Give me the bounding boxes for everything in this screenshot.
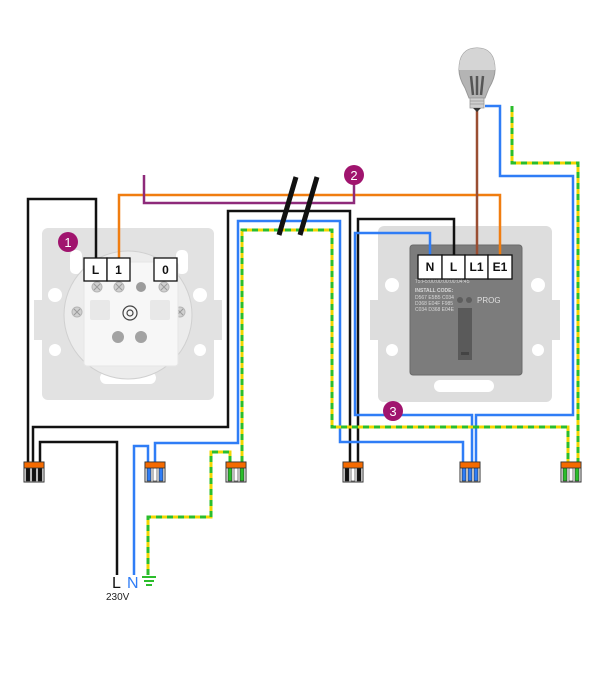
connector-slot bbox=[152, 467, 158, 482]
connector-slot bbox=[568, 467, 574, 482]
earth-symbol-icon bbox=[142, 576, 156, 586]
supply-voltage-label: 230V bbox=[106, 592, 130, 603]
switch-terminal-0: 0 bbox=[153, 257, 178, 282]
badge-traveller: 2 bbox=[344, 165, 364, 185]
live-wire-switch bbox=[26, 197, 98, 462]
svg-text:1: 1 bbox=[115, 263, 122, 277]
cable-break-icon bbox=[276, 176, 320, 236]
svg-text:L1: L1 bbox=[469, 260, 483, 274]
connector-lever bbox=[225, 461, 247, 469]
traveller-wire bbox=[142, 175, 356, 205]
module-id-text: 75:F5:00:00:00:00:04:45 bbox=[415, 279, 470, 285]
install-code-label: INSTALL CODE: bbox=[415, 288, 453, 294]
connector-slot bbox=[31, 467, 37, 482]
connector-slot bbox=[461, 467, 467, 482]
svg-text:L: L bbox=[92, 263, 99, 277]
earth-wire-supply bbox=[146, 450, 232, 575]
neutral-connector-left bbox=[144, 461, 166, 483]
connector-slot bbox=[227, 467, 233, 482]
neutral-wire-supply bbox=[132, 444, 150, 575]
supply-live-label: L bbox=[112, 575, 121, 592]
svg-text:1: 1 bbox=[64, 235, 71, 250]
earth-wire-link bbox=[240, 228, 570, 462]
connector-slot bbox=[574, 467, 580, 482]
connector-lever bbox=[459, 461, 481, 469]
earth-connector-left bbox=[225, 461, 247, 483]
neutral-wire-module bbox=[353, 231, 474, 462]
supply-neutral-label: N bbox=[127, 575, 139, 592]
neutral-wire-lamp bbox=[474, 104, 575, 462]
svg-text:L: L bbox=[450, 260, 457, 274]
module-terminal-L1: L1 bbox=[464, 254, 489, 280]
install-code-line-3: C034 D368 E04E bbox=[415, 307, 455, 313]
live-wire-module bbox=[356, 217, 456, 462]
earth-wire-lamp bbox=[510, 106, 580, 462]
svg-text:3: 3 bbox=[389, 404, 396, 419]
earth-connector-right bbox=[560, 461, 582, 483]
svg-text:2: 2 bbox=[350, 168, 357, 183]
neutral-connector-right bbox=[459, 461, 481, 483]
connector-lever bbox=[342, 461, 364, 469]
switch-center-icon bbox=[122, 305, 138, 321]
connector-slot bbox=[473, 467, 479, 482]
connector-slot bbox=[146, 467, 152, 482]
connector-lever bbox=[144, 461, 166, 469]
switch-terminals: L 1 0 bbox=[83, 257, 178, 282]
neutral-wire-link bbox=[153, 219, 465, 462]
svg-text:N: N bbox=[426, 260, 435, 274]
install-code-line-1: D567 E5B5 C034 bbox=[415, 295, 454, 301]
connector-slot bbox=[233, 467, 239, 482]
connector-lever bbox=[560, 461, 582, 469]
live-wire-link bbox=[31, 209, 352, 462]
connector-slot bbox=[356, 467, 362, 482]
prog-led-icon bbox=[457, 297, 463, 303]
live-wire-supply bbox=[38, 440, 119, 575]
switch-terminal-L: L bbox=[83, 257, 108, 282]
badge-module: 3 bbox=[383, 401, 403, 421]
connector-slot bbox=[37, 467, 43, 482]
svg-text:0: 0 bbox=[162, 263, 169, 277]
module-terminals: N L L1 E1 bbox=[417, 254, 513, 280]
switch-terminal-1: 1 bbox=[106, 257, 131, 282]
module-terminal-N: N bbox=[417, 254, 443, 280]
connector-slot bbox=[239, 467, 245, 482]
module-terminal-E1: E1 bbox=[487, 254, 513, 280]
install-code-line-2: D368 E04F F985 bbox=[415, 301, 453, 307]
connector-lever bbox=[23, 461, 45, 469]
live-connector-right bbox=[342, 461, 364, 483]
connector-slot bbox=[350, 467, 356, 482]
live-connector-left bbox=[23, 461, 45, 483]
connector-slot bbox=[25, 467, 31, 482]
badge-switch: 1 bbox=[58, 232, 78, 252]
svg-text:E1: E1 bbox=[493, 260, 508, 274]
lamp-bulb-icon bbox=[458, 47, 496, 112]
connector-slot bbox=[344, 467, 350, 482]
prog-button[interactable] bbox=[458, 308, 472, 360]
switch-mechanism bbox=[83, 261, 179, 367]
prog-label: PROG bbox=[477, 296, 501, 305]
connector-slot bbox=[158, 467, 164, 482]
connector-slot bbox=[562, 467, 568, 482]
module-terminal-L: L bbox=[441, 254, 466, 280]
connector-slot bbox=[467, 467, 473, 482]
